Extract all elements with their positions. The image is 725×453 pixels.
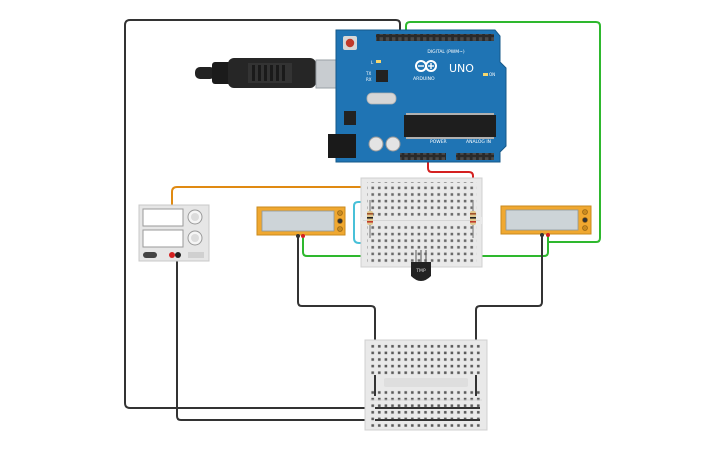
lcd-right-pin-1[interactable] (540, 233, 544, 237)
arduino-uno-board[interactable]: DIGITAL (PWM~) UNO ARDUINO L TX RX ON (328, 29, 507, 163)
wire-black-lcd-left[interactable] (297, 236, 376, 395)
wire-cyan-signal[interactable] (353, 201, 420, 244)
analog-label: ANALOG IN (466, 139, 491, 145)
led-tx-label: TX (365, 71, 371, 76)
supply-terminal-negative[interactable] (175, 252, 181, 258)
wire-black-gnd-loop[interactable] (124, 19, 480, 409)
brand-label: ARDUINO (413, 76, 435, 82)
wire-black-supply[interactable] (176, 255, 480, 421)
supply-display-voltage (142, 208, 184, 227)
capacitor-1 (368, 136, 384, 152)
lcd-display-left[interactable] (256, 206, 346, 238)
power-label: POWER (430, 139, 447, 145)
wire-orange-supply[interactable] (171, 186, 370, 255)
lcd-left-pin-1[interactable] (296, 234, 300, 238)
lcd-display-right[interactable] (500, 205, 592, 237)
temperature-sensor-icon[interactable]: TMP (411, 250, 431, 281)
digital-label: DIGITAL (PWM~) (427, 49, 465, 55)
wire-green-lcd-right[interactable] (429, 236, 549, 257)
wire-red-5v[interactable] (427, 160, 474, 186)
lcd-left-screen (261, 210, 335, 232)
wire-green-digital[interactable] (405, 21, 601, 243)
breadboard-large[interactable] (364, 339, 488, 431)
power-supply[interactable] (138, 204, 210, 262)
lcd-right-screen (505, 209, 579, 231)
led-l-label: L (371, 60, 374, 65)
usb-cable-icon (195, 58, 361, 89)
led-rx-label: RX (366, 77, 372, 82)
lcd-right-pin-2[interactable] (546, 233, 550, 237)
voltage-regulator (344, 111, 356, 125)
model-label: UNO (449, 62, 474, 75)
lower-bb-wire-ends (374, 375, 480, 421)
microcontroller (404, 115, 496, 137)
oscillator (366, 92, 397, 105)
capacitor-2 (385, 136, 401, 152)
power-jack (328, 134, 356, 158)
breadboard-small[interactable] (360, 177, 483, 268)
infinity-logo-icon (415, 60, 437, 72)
supply-display-current (142, 229, 184, 248)
resistor-1[interactable] (367, 200, 373, 238)
resistor-2[interactable] (470, 200, 476, 238)
led-l (376, 60, 381, 63)
wire-black-lcd-right[interactable] (475, 236, 543, 395)
led-on (483, 73, 488, 76)
wire-green-bb-2[interactable] (302, 238, 430, 257)
sensor-label: TMP (415, 268, 426, 274)
lcd-left-pin-2[interactable] (301, 234, 305, 238)
supply-power-switch[interactable] (143, 252, 157, 258)
led-on-label: ON (489, 72, 495, 77)
usb-chip (376, 70, 388, 82)
supply-terminal-positive[interactable] (169, 252, 175, 258)
